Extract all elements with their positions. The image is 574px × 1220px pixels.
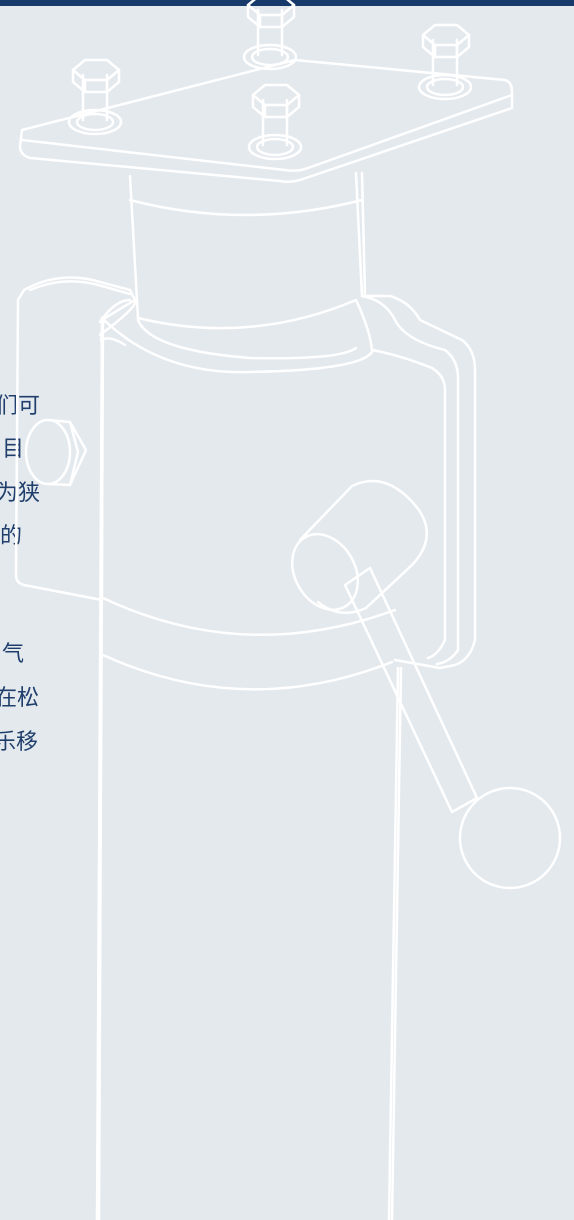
bolt	[417, 23, 473, 101]
body-text-fragment: 乐移	[0, 730, 39, 755]
body-text-fragment: 在松	[0, 686, 40, 711]
top-bar	[0, 0, 574, 6]
body-text-fragment: 气	[2, 642, 25, 667]
bolt	[242, 0, 298, 71]
body-text-fragment: 为狭	[0, 481, 41, 506]
body-text-fragment: 目	[2, 437, 25, 462]
mounting-plate	[18, 58, 514, 184]
column	[95, 316, 403, 1220]
bolt	[67, 58, 123, 136]
clamp-block	[14, 276, 477, 670]
side-bolt	[24, 418, 88, 487]
clamp-lever	[290, 479, 562, 890]
body-text-fragment: 们可	[0, 394, 41, 419]
upper-neck	[128, 171, 367, 330]
bolt	[247, 83, 303, 161]
